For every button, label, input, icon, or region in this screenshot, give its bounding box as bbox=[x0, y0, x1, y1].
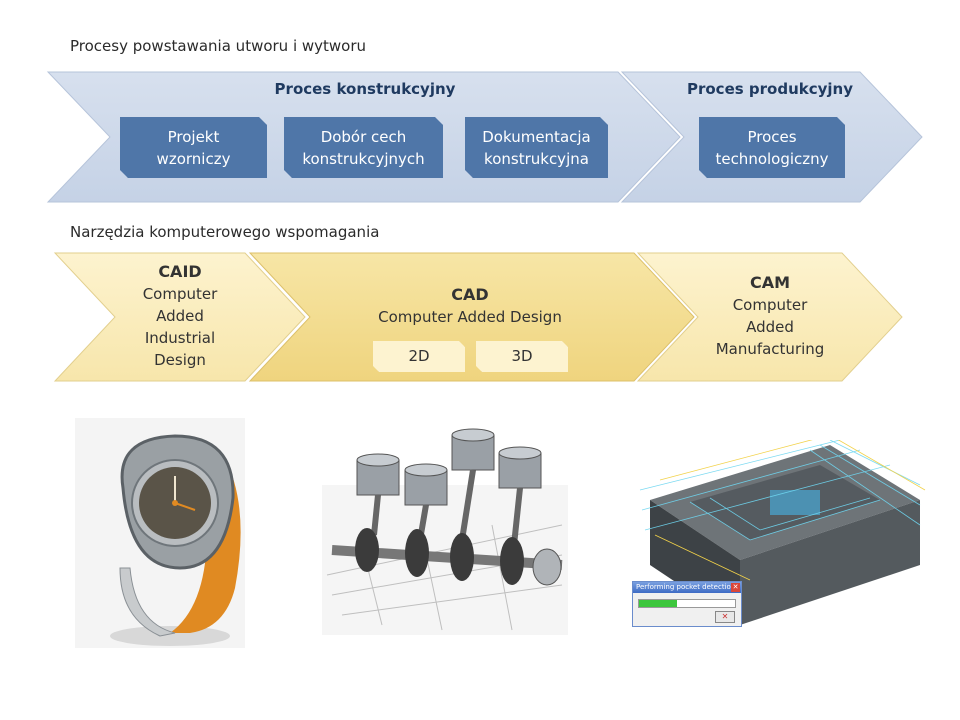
cad-chevron bbox=[248, 252, 695, 382]
process-section-label: Procesy powstawania utworu i wytworu bbox=[70, 37, 367, 55]
cancel-button[interactable]: ✕ bbox=[715, 611, 735, 623]
step-technological-process: Proces technologiczny bbox=[699, 117, 845, 178]
engine-illustration bbox=[322, 428, 568, 635]
progress-fill bbox=[639, 600, 678, 607]
cad-3d-box: 3D bbox=[476, 341, 568, 372]
pocket-detection-dialog: Performing pocket detection. ✕ ✕ bbox=[632, 581, 742, 627]
production-process-title: Proces produkcyjny bbox=[686, 80, 853, 98]
caid-chevron bbox=[53, 252, 306, 382]
dialog-close-icon[interactable]: ✕ bbox=[731, 583, 740, 592]
dialog-title: Performing pocket detection. bbox=[636, 583, 738, 591]
cad-title: CAD bbox=[451, 285, 489, 304]
caid-desc: Computer Added Industrial Design bbox=[142, 285, 218, 369]
tools-section-label: Narzędzia komputerowego wspomagania bbox=[70, 223, 380, 241]
step-feature-selection: Dobór cech konstrukcyjnych bbox=[284, 117, 443, 178]
cam-desc: Computer Added Manufacturing bbox=[715, 296, 825, 358]
watch-illustration bbox=[75, 418, 245, 648]
step-industrial-design: Projekt wzorniczy bbox=[120, 117, 267, 178]
cam-chevron bbox=[636, 252, 903, 382]
cam-label: CAM Computer Added Manufacturing bbox=[700, 272, 840, 360]
caid-title: CAID bbox=[158, 262, 202, 281]
step-documentation: Dokumentacja konstrukcyjna bbox=[465, 117, 608, 178]
design-process-title: Proces konstrukcyjny bbox=[274, 80, 456, 98]
caid-label: CAID Computer Added Industrial Design bbox=[120, 261, 240, 371]
dialog-titlebar: Performing pocket detection. ✕ bbox=[633, 582, 741, 593]
progress-bar bbox=[638, 599, 736, 608]
cam-title: CAM bbox=[749, 273, 791, 292]
machining-illustration bbox=[639, 440, 926, 625]
cad-desc: Computer Added Design bbox=[378, 308, 562, 326]
cad-label: CAD Computer Added Design bbox=[340, 284, 600, 328]
cad-2d-box: 2D bbox=[373, 341, 465, 372]
